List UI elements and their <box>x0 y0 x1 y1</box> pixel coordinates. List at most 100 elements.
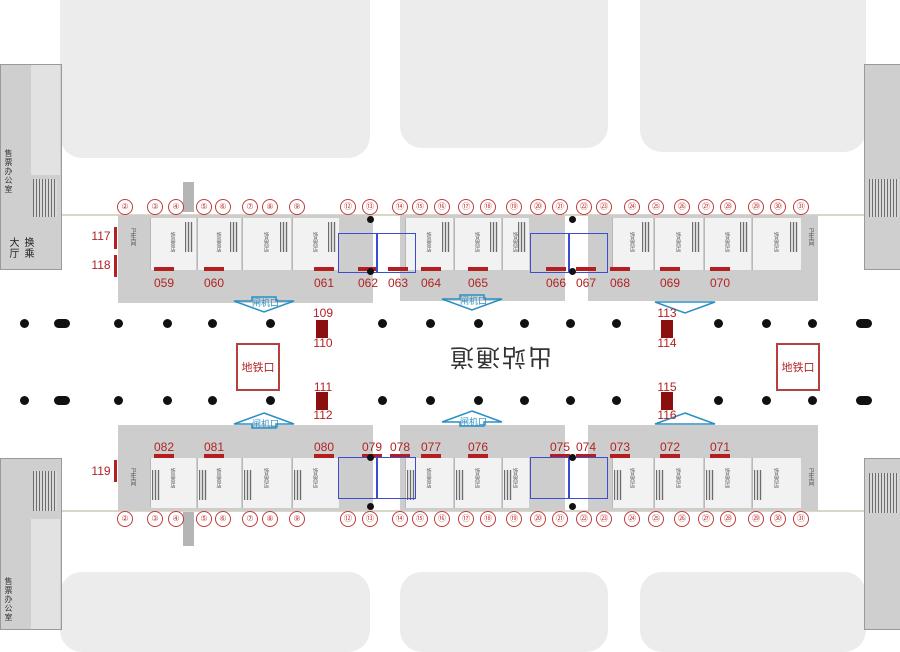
shop-number[interactable]: 059 <box>153 276 175 290</box>
shop-number[interactable]: 065 <box>467 276 489 290</box>
column-axis-marker: ㉛ <box>793 511 809 527</box>
shop-number[interactable]: 074 <box>575 440 597 454</box>
gate-arrow-down <box>441 294 503 311</box>
highlight-box-075[interactable] <box>530 457 570 499</box>
shop-door-marker <box>421 454 441 458</box>
shop-number[interactable]: 079 <box>361 440 383 454</box>
corridor-column <box>426 319 435 328</box>
column-axis-marker: ㉓ <box>596 199 612 215</box>
west-wing-bottom: 售票办公室 <box>0 458 62 630</box>
shop-number[interactable]: 075 <box>549 440 571 454</box>
shop-number[interactable]: 072 <box>659 440 681 454</box>
column-axis-marker: ④ <box>168 199 184 215</box>
sign-number: 111 <box>313 380 333 394</box>
column-axis-marker: ㉓ <box>596 511 612 527</box>
shop-label: 饰品商店 <box>263 468 269 488</box>
shop-number[interactable]: 062 <box>357 276 379 290</box>
corridor-sign-111-112[interactable] <box>316 392 328 410</box>
shop-door-marker <box>390 454 410 458</box>
shop-number[interactable]: 061 <box>313 276 335 290</box>
shop-number[interactable]: 081 <box>203 440 225 454</box>
side-shop-number[interactable]: 117 <box>91 229 111 243</box>
shop-door-marker <box>154 454 174 458</box>
corridor-sign-115-116[interactable] <box>661 392 673 410</box>
column-axis-marker: ③ <box>147 199 163 215</box>
shop-label: 饰品商店 <box>312 468 318 488</box>
corridor-sign-109-110[interactable] <box>316 320 328 338</box>
side-shop-number[interactable]: 118 <box>91 258 111 272</box>
shop-number[interactable]: 082 <box>153 440 175 454</box>
shop-number[interactable]: 060 <box>203 276 225 290</box>
column-axis-marker: ㉑ <box>552 199 568 215</box>
metro-entrance-west[interactable]: 地铁口 <box>236 343 280 391</box>
column-axis-marker: ㉚ <box>770 511 786 527</box>
stair-icon <box>754 470 762 500</box>
column-axis-marker: ⑱ <box>480 511 496 527</box>
plaza-block <box>400 572 608 652</box>
shop-door-marker <box>154 267 174 271</box>
stair-icon <box>656 470 664 500</box>
side-shop-number[interactable]: 119 <box>91 464 111 478</box>
column-axis-marker: ⑮ <box>412 199 428 215</box>
shop-number[interactable]: 070 <box>709 276 731 290</box>
metro-entrance-east[interactable]: 地铁口 <box>776 343 820 391</box>
shop-number[interactable]: 064 <box>420 276 442 290</box>
shop-door-marker <box>710 454 730 458</box>
corridor-column <box>266 319 275 328</box>
shop-number[interactable]: 069 <box>659 276 681 290</box>
shop-number[interactable]: 073 <box>609 440 631 454</box>
west-hall-label: 换乘大厅 <box>7 237 33 259</box>
column-axis-marker: ㉙ <box>748 199 764 215</box>
corridor-column <box>114 319 123 328</box>
shop-label: 饰品商店 <box>629 232 635 252</box>
stair-icon <box>504 470 512 500</box>
shop-label: 饰品商店 <box>675 468 681 488</box>
column-axis-marker: ⑯ <box>434 199 450 215</box>
column-axis-marker: ㉚ <box>770 199 786 215</box>
stair-icon <box>642 222 650 252</box>
east-wing-bottom <box>864 458 900 630</box>
column-axis-marker: ② <box>117 511 133 527</box>
highlight-box-079[interactable] <box>338 457 378 499</box>
corridor-column <box>426 396 435 405</box>
shop-label: 饰品商店 <box>512 468 518 488</box>
column-axis-marker: ⑨ <box>289 511 305 527</box>
column-axis-marker: ⑭ <box>392 511 408 527</box>
highlight-box-066[interactable] <box>530 233 570 273</box>
shop-number[interactable]: 077 <box>420 440 442 454</box>
shop-label: 饰品商店 <box>474 232 480 252</box>
shop-label: 饰品商店 <box>474 468 480 488</box>
shop-door-marker <box>550 454 570 458</box>
gate-label: 闸机口 <box>252 298 280 308</box>
stair-icon <box>244 470 252 500</box>
shop-label: 饰品商店 <box>169 232 176 252</box>
shop-label: 饰品商店 <box>724 468 730 488</box>
corridor-column <box>163 319 172 328</box>
shop-number[interactable]: 080 <box>313 440 335 454</box>
sign-number: 110 <box>313 336 333 350</box>
highlight-box-063[interactable] <box>376 233 416 273</box>
corridor-column <box>856 319 872 328</box>
shop-number[interactable]: 066 <box>545 276 567 290</box>
side-shop-117-marker <box>114 227 117 249</box>
shop-number[interactable]: 067 <box>575 276 597 290</box>
stair-icon <box>790 222 798 252</box>
corridor-column <box>54 396 70 405</box>
highlight-box-067[interactable] <box>568 233 608 273</box>
corridor-column <box>714 319 723 328</box>
highlight-box-078[interactable] <box>376 457 416 499</box>
shop-number[interactable]: 071 <box>709 440 731 454</box>
shop-number[interactable]: 068 <box>609 276 631 290</box>
column-axis-marker: ㉑ <box>552 511 568 527</box>
corridor-sign-113-114[interactable] <box>661 320 673 338</box>
shop-number[interactable]: 076 <box>467 440 489 454</box>
shop-door-marker <box>576 454 596 458</box>
shop-number[interactable]: 078 <box>389 440 411 454</box>
toilet-label: 卫生间 <box>807 228 813 246</box>
highlight-box-074[interactable] <box>568 457 608 499</box>
corridor-column <box>808 396 817 405</box>
shop-number[interactable]: 063 <box>387 276 409 290</box>
highlight-box-062[interactable] <box>338 233 378 273</box>
corridor-column <box>163 396 172 405</box>
shop-door-marker <box>314 267 334 271</box>
